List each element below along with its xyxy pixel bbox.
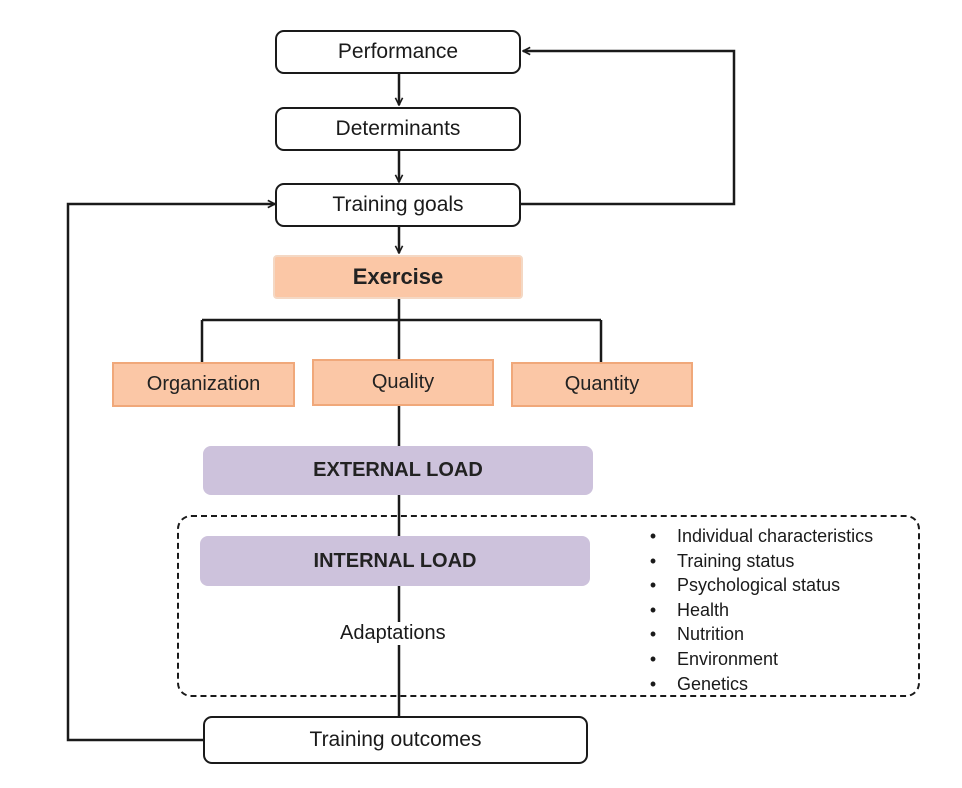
organization-label: Organization (146, 373, 261, 395)
factor-item: •Nutrition (643, 622, 873, 647)
quality-box: Quality (312, 359, 494, 406)
exercise-box: Exercise (273, 255, 523, 299)
factors-list: •Individual characteristics •Training st… (643, 524, 873, 696)
training-goals-label: Training goals (332, 193, 464, 216)
determinants-box: Determinants (275, 107, 521, 151)
exercise-label: Exercise (352, 264, 444, 289)
quantity-label: Quantity (564, 373, 640, 395)
factor-item: •Psychological status (643, 573, 873, 598)
feedback-outcomes-goals (66, 204, 275, 742)
determinants-label: Determinants (335, 117, 461, 140)
internal-load-label: INTERNAL LOAD (313, 549, 477, 572)
feedback-goals-performance (521, 51, 736, 206)
internal-load-box: INTERNAL LOAD (200, 536, 590, 586)
factor-item: •Individual characteristics (643, 524, 873, 549)
quantity-box: Quantity (511, 362, 693, 407)
bullet-icon: • (649, 648, 657, 669)
bullet-icon: • (649, 673, 657, 694)
adaptations-label: Adaptations (337, 622, 449, 645)
training-outcomes-box: Training outcomes (203, 716, 588, 764)
factor-item: •Genetics (643, 672, 873, 697)
external-load-box: EXTERNAL LOAD (203, 446, 593, 495)
training-outcomes-label: Training outcomes (309, 728, 482, 751)
bullet-icon: • (649, 575, 657, 596)
training-goals-box: Training goals (275, 183, 521, 227)
bullet-icon: • (649, 624, 657, 645)
performance-box: Performance (275, 30, 521, 74)
factor-item: •Environment (643, 647, 873, 672)
quality-label: Quality (371, 371, 435, 393)
organization-box: Organization (112, 362, 295, 407)
bullet-icon: • (649, 550, 657, 571)
internal-load-factors-region (177, 515, 920, 697)
external-load-label: EXTERNAL LOAD (313, 459, 483, 481)
factor-item: •Training status (643, 549, 873, 574)
performance-label: Performance (337, 40, 459, 63)
bullet-icon: • (649, 526, 657, 546)
factor-item: •Health (643, 598, 873, 623)
bullet-icon: • (649, 599, 657, 620)
